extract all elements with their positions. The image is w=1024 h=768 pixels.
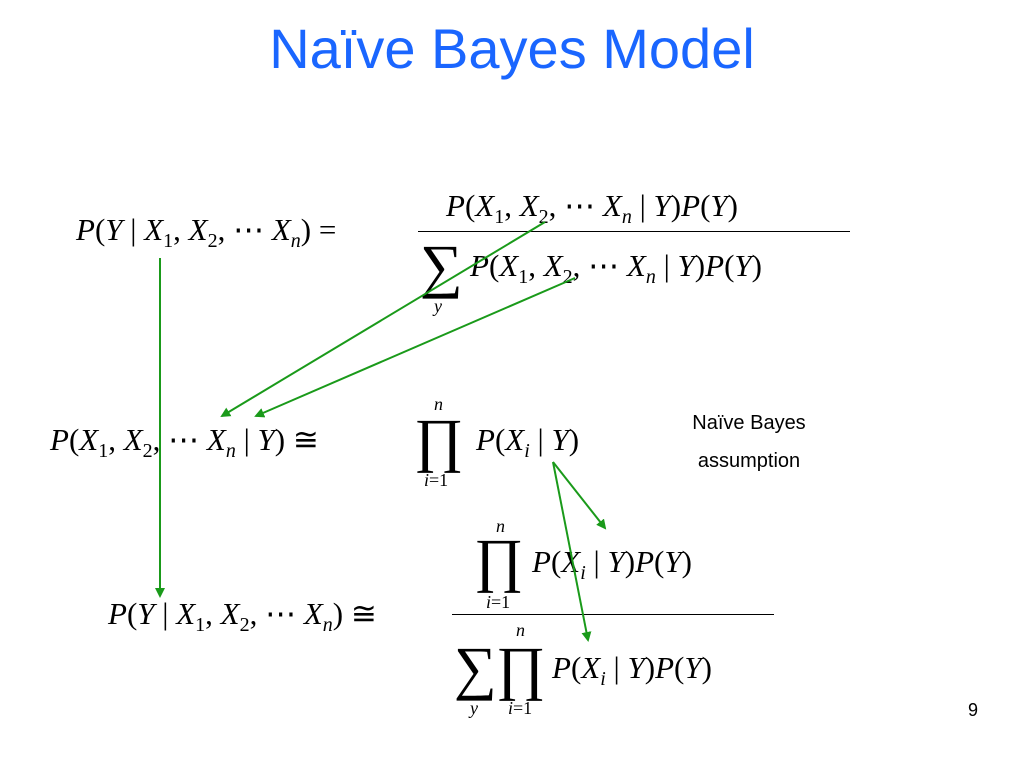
eq1-numerator: P(X1, X2, ⋯ Xn | Y)P(Y) xyxy=(446,188,738,228)
eq3-num-product-upper: n xyxy=(496,516,505,536)
eq3-sum-index: y xyxy=(470,698,478,718)
arrow-factor-to-numerator xyxy=(552,461,607,530)
arrow-factor-to-denominator xyxy=(552,461,592,642)
eq2-rhs: P(Xi | Y) xyxy=(476,422,580,462)
eq2-product-upper: n xyxy=(434,394,443,414)
eq3-fraction-bar xyxy=(452,614,774,615)
eq1-denominator: P(X1, X2, ⋯ Xn | Y)P(Y) xyxy=(470,248,762,288)
eq3-num-product-symbol: ∏ xyxy=(474,527,524,593)
eq3-sum-symbol: ∑ xyxy=(454,635,497,701)
eq1-sum-symbol: ∑ xyxy=(420,233,463,299)
eq3-den-product-symbol: ∏ xyxy=(496,635,546,701)
eq2-product-symbol: ∏ xyxy=(414,407,464,473)
page-number: 9 xyxy=(967,700,978,720)
eq1-sum-index: y xyxy=(434,296,442,316)
eq3-denominator: P(Xi | Y)P(Y) xyxy=(552,650,712,690)
eq3-num-product-lower: i=1 xyxy=(486,592,511,612)
arrow-numerator-to-likelihood xyxy=(220,221,546,418)
eq3-den-product-upper: n xyxy=(516,620,525,640)
eq1-fraction-bar xyxy=(418,231,850,232)
arrow-denominator-to-likelihood xyxy=(254,277,576,418)
eq2-product-lower: i=1 xyxy=(424,470,449,490)
eq3-lhs: P(Y | X1, X2, ⋯ Xn) ≅ xyxy=(108,596,377,636)
eq3-den-product-lower: i=1 xyxy=(508,698,533,718)
naive-bayes-assumption-note: Naïve Bayes assumption xyxy=(692,412,806,472)
eq1-lhs: P(Y | X1, X2, ⋯ Xn) = xyxy=(76,212,337,252)
eq3-numerator: P(Xi | Y)P(Y) xyxy=(532,544,692,584)
slide-title: Naïve Bayes Model xyxy=(269,17,755,80)
